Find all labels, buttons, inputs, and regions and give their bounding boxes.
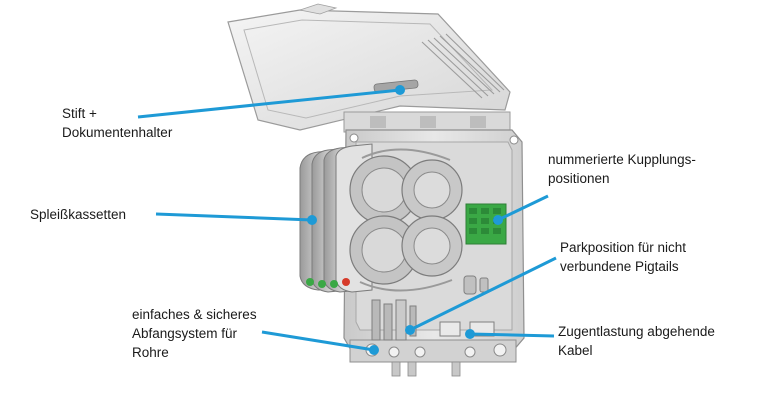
lid [227, 3, 511, 131]
label-parkposition: Parkposition für nicht verbundene Pigtai… [560, 240, 687, 274]
callout-lines [137, 85, 557, 355]
hinge [343, 111, 511, 133]
label-spleisskassetten: Spleißkassetten [30, 207, 127, 222]
label-abfangsystem: einfaches & sicheres Abfangsystem für Ro… [132, 307, 257, 360]
pigtail-park [463, 275, 489, 295]
callout-line-kupplung [497, 194, 549, 222]
label-kupplungspositionen: nummerierte Kupplungs- positionen [548, 152, 696, 186]
pipe-holder [371, 299, 417, 341]
label-zugentlastung: Zugentlastung abgehende Kabel [558, 324, 715, 358]
callout-line-abfang [261, 330, 375, 352]
callout-line-park [409, 256, 557, 332]
callout-line-zug [469, 332, 555, 338]
fiber-routing-area [349, 148, 463, 292]
label-stift-dokumentenhalter: Stift + Dokumentenhalter [62, 106, 173, 140]
callout-line-stift [137, 88, 401, 119]
callout-line-spleiss [155, 212, 313, 222]
